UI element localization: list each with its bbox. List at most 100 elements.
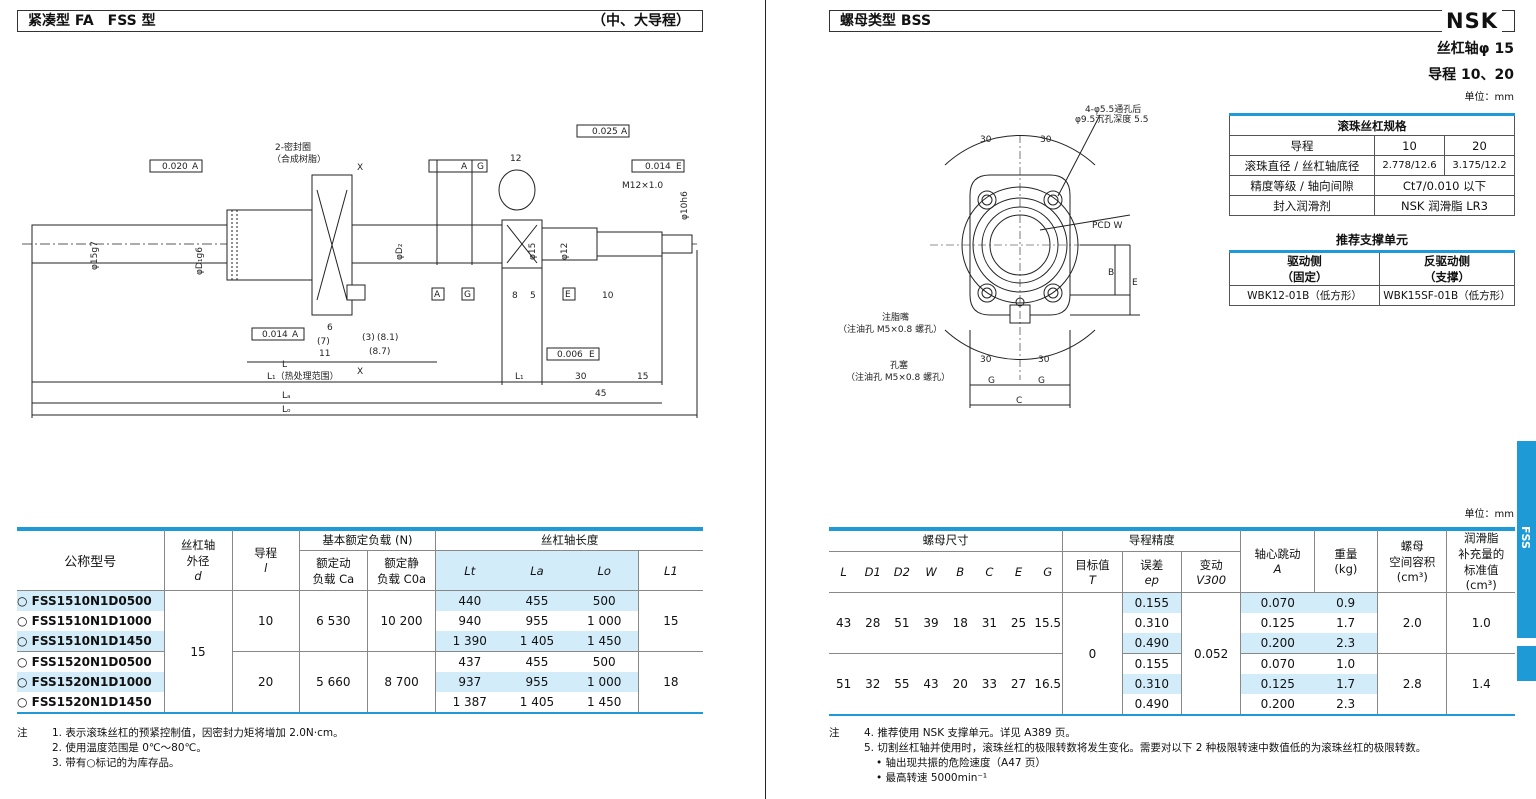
hdr-W: W <box>916 551 946 594</box>
left-title: 紧凑型 FA FSS 型 <box>28 13 156 29</box>
dim-cell: 43 <box>829 592 859 654</box>
seal-note: （合成树脂） <box>272 153 326 165</box>
dim-L1b: L₁ <box>515 372 524 382</box>
side-tab-fss[interactable]: FSS <box>1517 441 1536 638</box>
lo-cell: 500 <box>592 655 616 669</box>
datum-e: E <box>565 290 571 300</box>
dim-L1: L₁（热处理范围） <box>267 370 339 382</box>
hdr-acc: 导程精度 <box>1062 530 1241 552</box>
hdr-D2: D2 <box>887 551 917 594</box>
hdr-G: G <box>1033 551 1063 594</box>
right-table-topbar <box>829 527 1515 531</box>
hdr-C: C <box>974 551 1004 594</box>
runout-cell: 0.200 <box>1240 633 1315 654</box>
dim-30-b: 30 <box>1040 135 1052 145</box>
dim-11: 11 <box>319 349 330 359</box>
unit-label-2: 单位：mm <box>1464 509 1514 520</box>
dim-30-d: 30 <box>1038 355 1050 365</box>
lt-cell: 1 390 <box>435 631 504 652</box>
weight-cell: 0.9 <box>1314 592 1378 613</box>
weight-cell: 2.3 <box>1336 697 1356 711</box>
hdr-weight: 重量(kg) <box>1313 530 1378 593</box>
ca-10: 6 530 <box>298 590 368 652</box>
support-drive-value: WBK12-01B（低方形） <box>1229 285 1380 306</box>
dim-cell: 28 <box>858 592 888 654</box>
hdr-ca: 额定动负载 Ca <box>298 550 368 591</box>
runout-cell: 0.125 <box>1240 674 1315 694</box>
spec-lead-20: 20 <box>1444 135 1515 156</box>
weight-cell: 2.3 <box>1314 633 1378 654</box>
runout-a-label: 0.020 <box>162 162 188 172</box>
spec-table-title: 滚珠丝杠规格 <box>1229 113 1515 136</box>
hdr-E: E <box>1003 551 1034 594</box>
parallel-g: G <box>477 162 484 172</box>
right-note-bullet-1: • 轴出现共振的危险速度（A47 页） <box>876 757 1046 769</box>
lead-10: 10 <box>231 590 300 652</box>
runout-cell: 0.070 <box>1240 592 1315 613</box>
hdr-load: 基本额定负载 (N) <box>298 530 436 551</box>
space-cell: 2.0 <box>1377 592 1447 654</box>
grease-nipple-2: （注油孔 M5×0.8 螺孔） <box>838 323 942 335</box>
x-arrow-bottom: X <box>357 367 363 377</box>
runout-a-ref: A <box>192 162 199 172</box>
lt-cell: 940 <box>435 611 504 631</box>
dim-L: L <box>282 360 287 370</box>
lt-cell: 937 <box>435 672 504 692</box>
dim-d12: φ12 <box>560 243 570 260</box>
lo-cell: 1 000 <box>587 614 622 628</box>
support-title: 推荐支撑单元 <box>1335 233 1408 247</box>
lub-cell: 1.0 <box>1446 592 1515 654</box>
holes-label-2: φ9.5沉孔深度 5.5 <box>1075 113 1148 125</box>
dim-d15g7: φ15g7 <box>90 241 100 270</box>
support-drive: 驱动侧（固定） <box>1229 251 1380 286</box>
lead-20: 20 <box>231 651 300 713</box>
lt-cell: 440 <box>435 590 504 611</box>
perp-a-ref: A <box>292 330 299 340</box>
spec-ball-label: 滚珠直径 / 丝杠轴底径 <box>1229 155 1375 176</box>
table-row: ○ FSS1510N1D0500 <box>17 590 165 611</box>
grease-nipple: 注脂嘴 <box>882 311 909 323</box>
dim-G-2: G <box>1038 376 1045 386</box>
dim-cell: 32 <box>865 677 881 691</box>
runout-014: 0.014 <box>645 162 671 172</box>
side-tab-next[interactable] <box>1517 646 1536 681</box>
ep-cell: 0.155 <box>1121 592 1182 613</box>
dim-3: (3) <box>362 333 375 343</box>
dim-cell: 18 <box>945 592 975 654</box>
dim-cell: 25 <box>1003 592 1034 654</box>
dim-cell: 39 <box>916 592 946 654</box>
plug-label-2: （注油孔 M5×0.8 螺孔） <box>846 371 950 383</box>
shaft-dia: 丝杠轴φ 15 <box>1436 41 1514 57</box>
dim-La: Lₐ <box>282 391 291 401</box>
dim-12-top: 12 <box>510 154 521 164</box>
dim-5: 5 <box>530 291 536 301</box>
screw-shaft-drawing: 2-密封圈 （合成树脂） 0.020 A A G X X 12 0.025 A … <box>22 124 698 418</box>
nut-drawing: 4-φ5.5通孔后 φ9.5沉孔深度 5.5 30 30 30 30 PCD W… <box>838 104 1148 408</box>
left-note-1: 1. 表示滚珠丝杠的预紧控制值，因密封力矩将增加 2.0N·cm。 <box>52 727 344 739</box>
right-note-bullet-2: • 最高转速 5000min⁻¹ <box>876 772 988 784</box>
space-cell: 2.8 <box>1377 653 1447 715</box>
table-row: ○ FSS1520N1D0500 <box>17 655 152 669</box>
ep-cell: 0.490 <box>1121 633 1182 654</box>
perp-a: 0.014 <box>262 330 288 340</box>
dim-d10h6: φ10h6 <box>680 191 690 220</box>
runout-cell: 0.070 <box>1240 653 1315 674</box>
left-title-bar: 紧凑型 FA FSS 型 （中、大导程） <box>17 10 703 32</box>
dim-B: B <box>1108 268 1114 278</box>
runout-cell: 0.200 <box>1240 694 1315 715</box>
thread-label: M12×1.0 <box>622 181 663 191</box>
l1-20: 18 <box>637 651 703 713</box>
hdr-shaft: 丝杠轴 外径 d <box>163 530 233 591</box>
perp-006: 0.006 <box>557 350 583 360</box>
dim-6: 6 <box>327 323 333 333</box>
variation-value: 0.052 <box>1180 592 1241 715</box>
runout-025-ref: A <box>621 127 628 137</box>
dim-cell: 55 <box>894 677 910 691</box>
dim-cell: 43 <box>923 677 939 691</box>
hdr-lead: 导程 l <box>231 530 300 591</box>
right-note-4: 4. 推荐使用 NSK 支撑单元。详见 A389 页。 <box>864 727 1076 739</box>
dim-Lo: Lₒ <box>282 405 291 415</box>
